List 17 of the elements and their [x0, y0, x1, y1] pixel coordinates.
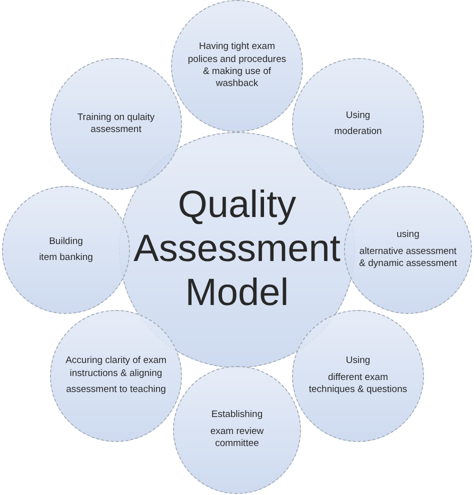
- circle-label: Using: [346, 110, 370, 122]
- circle-label: Building: [49, 236, 83, 248]
- circle-label: Accuring clarity of exam instructions & aligning: [65, 355, 167, 380]
- circle-label: Using: [346, 355, 370, 368]
- circle-label: item banking: [39, 252, 93, 264]
- circle-label: Establishing: [211, 409, 263, 422]
- circle: [2, 186, 130, 314]
- circle-label: different exam techniques & questions: [308, 372, 408, 397]
- circle-label: Training on qulaity assessment: [76, 112, 156, 136]
- model-title: Quality Assessment Model: [134, 184, 340, 316]
- circle-label: Having tight exam polices and procedures & making use of washback: [186, 41, 288, 91]
- circle-label: moderation: [334, 126, 382, 138]
- circle: [344, 186, 472, 314]
- circle-label: assessment to teaching: [66, 384, 166, 397]
- circle-label: using: [396, 229, 420, 242]
- circle-label: exam review committee: [209, 426, 265, 451]
- circle-label: alternative assessment & dynamic assessment: [359, 246, 457, 271]
